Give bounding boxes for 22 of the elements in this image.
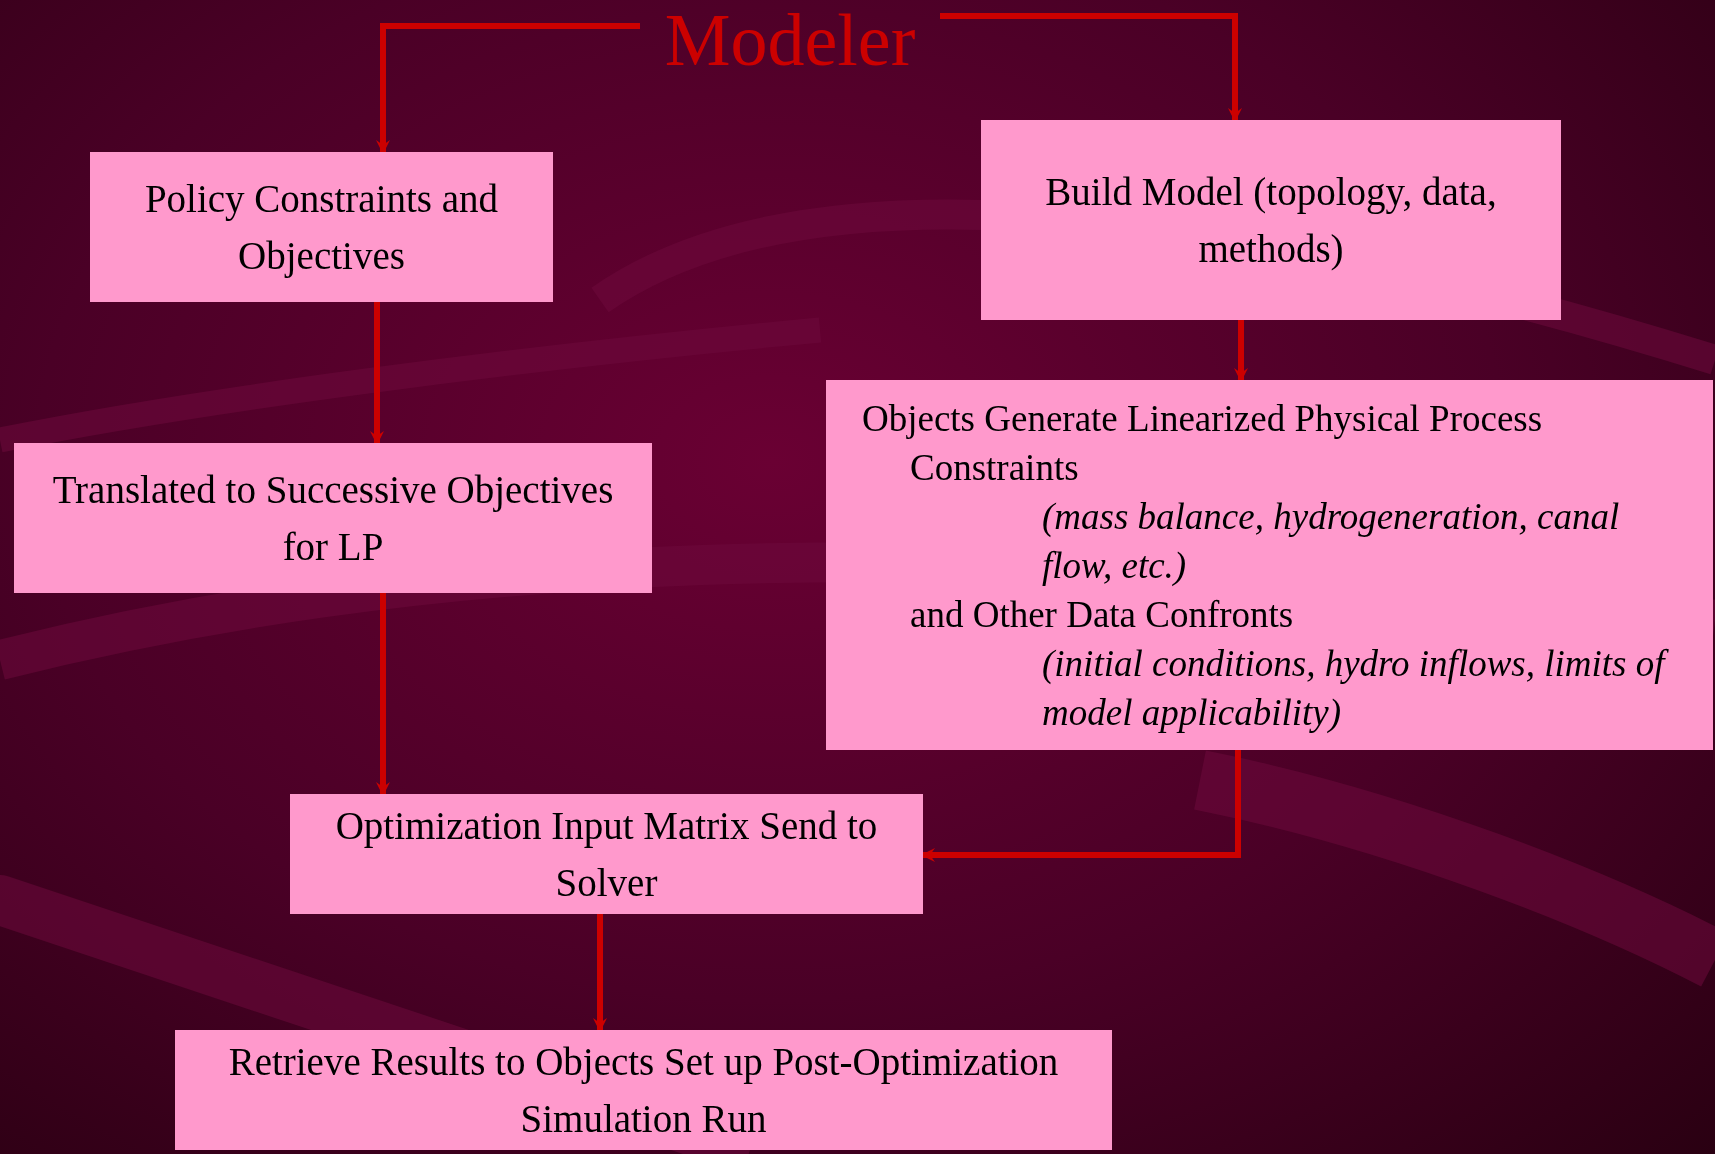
arrow [593, 914, 607, 1032]
detail-text: (mass balance, hydrogeneration, canal flow, etc.) [1042, 494, 1621, 588]
box-text: Optimization Input Matrix Send to Solver [334, 803, 879, 906]
arrow [376, 593, 390, 796]
arrow [370, 302, 384, 445]
box-text: Retrieve Results to Objects Set up Post-Optimization Simulation Run [227, 1039, 1060, 1142]
process-box [175, 1030, 1112, 1150]
detail-text: (initial conditions, hydro inflows, limits of model applicability) [1042, 638, 1677, 737]
title-text: Modeler [640, 0, 940, 80]
arrow [1234, 320, 1248, 382]
box-text: and Other Data Confronts [910, 592, 1295, 637]
process-box [826, 380, 1713, 750]
arrow [940, 13, 1242, 122]
box-text: Objects Generate Linearized Physical Process Constraints [862, 396, 1544, 490]
arrow [376, 23, 640, 154]
process-box [290, 794, 923, 914]
box-text: Build Model (topology, data, methods) [1044, 169, 1498, 272]
box-text: Translated to Successive Objectives for LP [51, 467, 615, 570]
box-text: Policy Constraints and Objectives [143, 176, 500, 280]
process-box [14, 443, 652, 593]
process-box [981, 120, 1561, 320]
process-box [90, 152, 553, 302]
